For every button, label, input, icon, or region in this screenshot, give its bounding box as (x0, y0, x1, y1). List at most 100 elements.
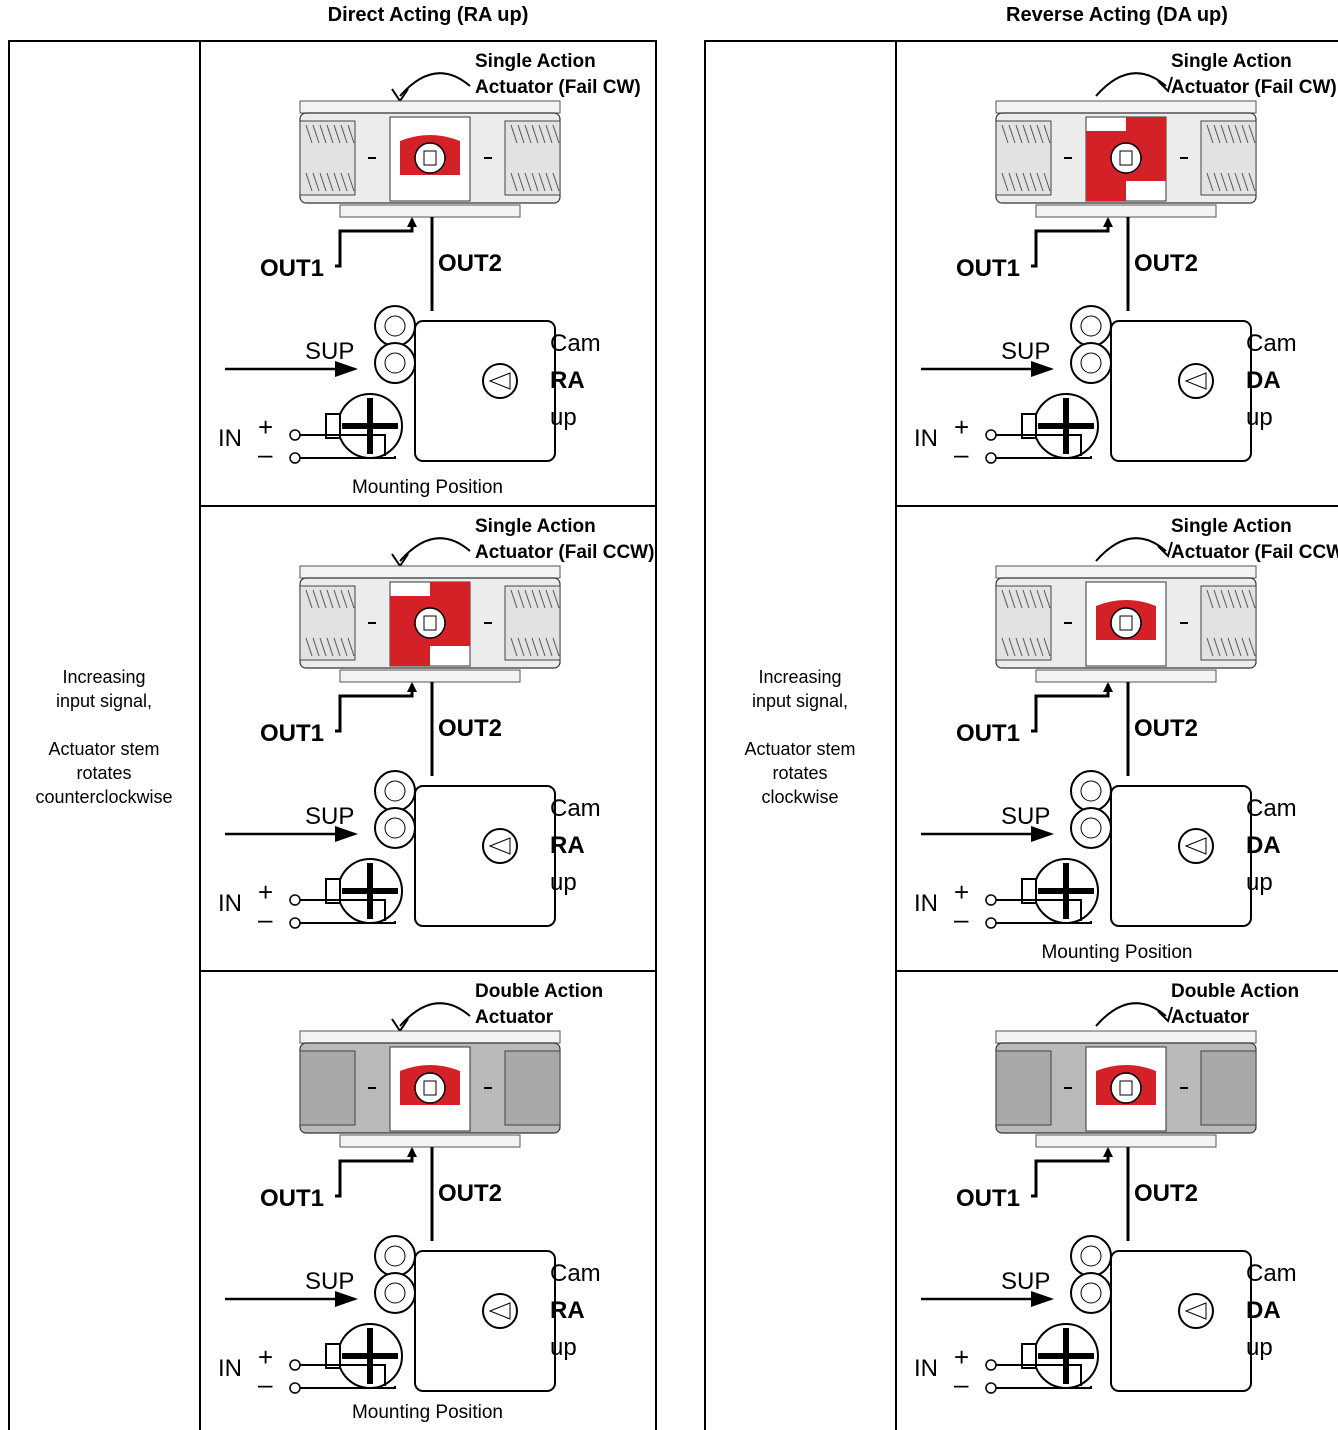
pinion-key-icon (423, 150, 437, 166)
minus-sign: – (954, 439, 969, 469)
out1-label: OUT1 (956, 255, 1020, 282)
positioner-box (1110, 320, 1252, 462)
spring-icon (347, 124, 355, 144)
actuator-bottom-plate (1035, 204, 1217, 218)
minus-sign: – (258, 1369, 273, 1399)
arrow-head-icon (1157, 1006, 1173, 1023)
actuator-fail-label: Actuator (Fail CW) (1171, 77, 1337, 98)
terminal-plus-icon (985, 894, 997, 906)
spring-icon (1015, 589, 1023, 609)
pinion-key-icon (423, 1080, 437, 1096)
arrow-head-icon (1103, 217, 1113, 227)
side-text-line: Increasing (62, 667, 146, 687)
signal-wire (996, 434, 1082, 456)
spring-icon (1022, 589, 1030, 609)
arrow-head-icon (1031, 1291, 1054, 1307)
terminal-minus-icon (985, 1382, 997, 1394)
gauge-icon (1070, 342, 1112, 384)
conduit-port-icon (325, 878, 341, 904)
actuator-fail-label: Actuator (Fail CCW) (1171, 542, 1338, 563)
spring-icon (1241, 589, 1249, 609)
signal-wire (996, 1364, 1082, 1386)
spring-icon (545, 637, 553, 657)
spring-icon (1029, 637, 1037, 657)
conduit-port-icon (1021, 413, 1037, 439)
spring-icon (319, 637, 327, 657)
cam-pointer-icon (488, 372, 511, 390)
actuator-fail-label: Actuator (Fail CW) (475, 77, 641, 98)
arrow-head-icon (1103, 1147, 1113, 1157)
spring-icon (340, 637, 348, 657)
cam-label: Cam (550, 1260, 601, 1287)
gauge-dial-icon (384, 315, 406, 337)
spring-icon (312, 637, 320, 657)
spring-icon (1206, 637, 1214, 657)
cam-label: Cam (1246, 330, 1297, 357)
spring-icon (517, 124, 525, 144)
spring-icon (524, 637, 532, 657)
actuator-type-label: Single Action (1171, 51, 1292, 72)
gauge-dial-icon (1080, 352, 1102, 374)
spring-icon (552, 124, 560, 144)
actuator-bottom-plate (1035, 669, 1217, 683)
spring-icon (517, 637, 525, 657)
signal-wire (996, 921, 1092, 924)
spring-icon (524, 589, 532, 609)
spring-icon (524, 124, 532, 144)
arrow-head-icon (335, 826, 358, 842)
cam-up-label: up (550, 1334, 577, 1361)
terminal-minus-icon (289, 452, 301, 464)
spring-icon (347, 589, 355, 609)
spring-icon (552, 172, 560, 192)
signal-wire (996, 1386, 1092, 1389)
spring-icon (1029, 589, 1037, 609)
plus-sign: + (954, 877, 969, 907)
cam-up-label: up (1246, 869, 1273, 896)
gauge-icon (374, 1235, 416, 1277)
minus-sign: – (954, 904, 969, 934)
spring-icon (1213, 124, 1221, 144)
cam-label: Cam (550, 795, 601, 822)
out1-label: OUT1 (260, 1185, 324, 1212)
right-side-description: Increasing input signal, Actuator stem r… (706, 665, 894, 809)
pinion-icon (1110, 607, 1142, 639)
spring-icon (1001, 589, 1009, 609)
spring-icon (1008, 637, 1016, 657)
spring-icon (1036, 172, 1044, 192)
actuator-bottom-plate (339, 204, 521, 218)
pinion-icon (414, 607, 446, 639)
cam-pointer-icon (1184, 372, 1207, 390)
cam-up-label: up (1246, 404, 1273, 431)
cam-up-label: up (550, 869, 577, 896)
actuator-fail-label: Actuator (1171, 1007, 1250, 1028)
pinion-key-icon (1119, 1080, 1133, 1096)
spring-icon (538, 637, 546, 657)
mounting-position-label: Mounting Position (351, 477, 504, 498)
arrow-head-icon (335, 361, 358, 377)
terminal-plus-icon (289, 429, 301, 441)
actuator-end-cap (299, 1050, 356, 1126)
spring-icon (510, 124, 518, 144)
terminal-minus-icon (289, 917, 301, 929)
spring-icon (340, 124, 348, 144)
in-label: IN (914, 890, 938, 917)
spring-icon (1213, 589, 1221, 609)
spring-icon (1227, 172, 1235, 192)
spring-icon (1043, 589, 1051, 609)
gauge-icon (1070, 770, 1112, 812)
gauge-dial-icon (384, 1245, 406, 1267)
spring-icon (531, 637, 539, 657)
arrow-head-icon (1031, 826, 1054, 842)
rotation-arrow-icon (1095, 72, 1167, 97)
out1-line (1031, 684, 1110, 733)
junction-cross-icon (1038, 863, 1094, 919)
gauge-dial-icon (384, 1282, 406, 1304)
spring-icon (545, 589, 553, 609)
terminal-plus-icon (289, 1359, 301, 1371)
rotation-arrow-icon (1095, 537, 1167, 562)
spring-icon (510, 589, 518, 609)
spring-icon (1234, 124, 1242, 144)
